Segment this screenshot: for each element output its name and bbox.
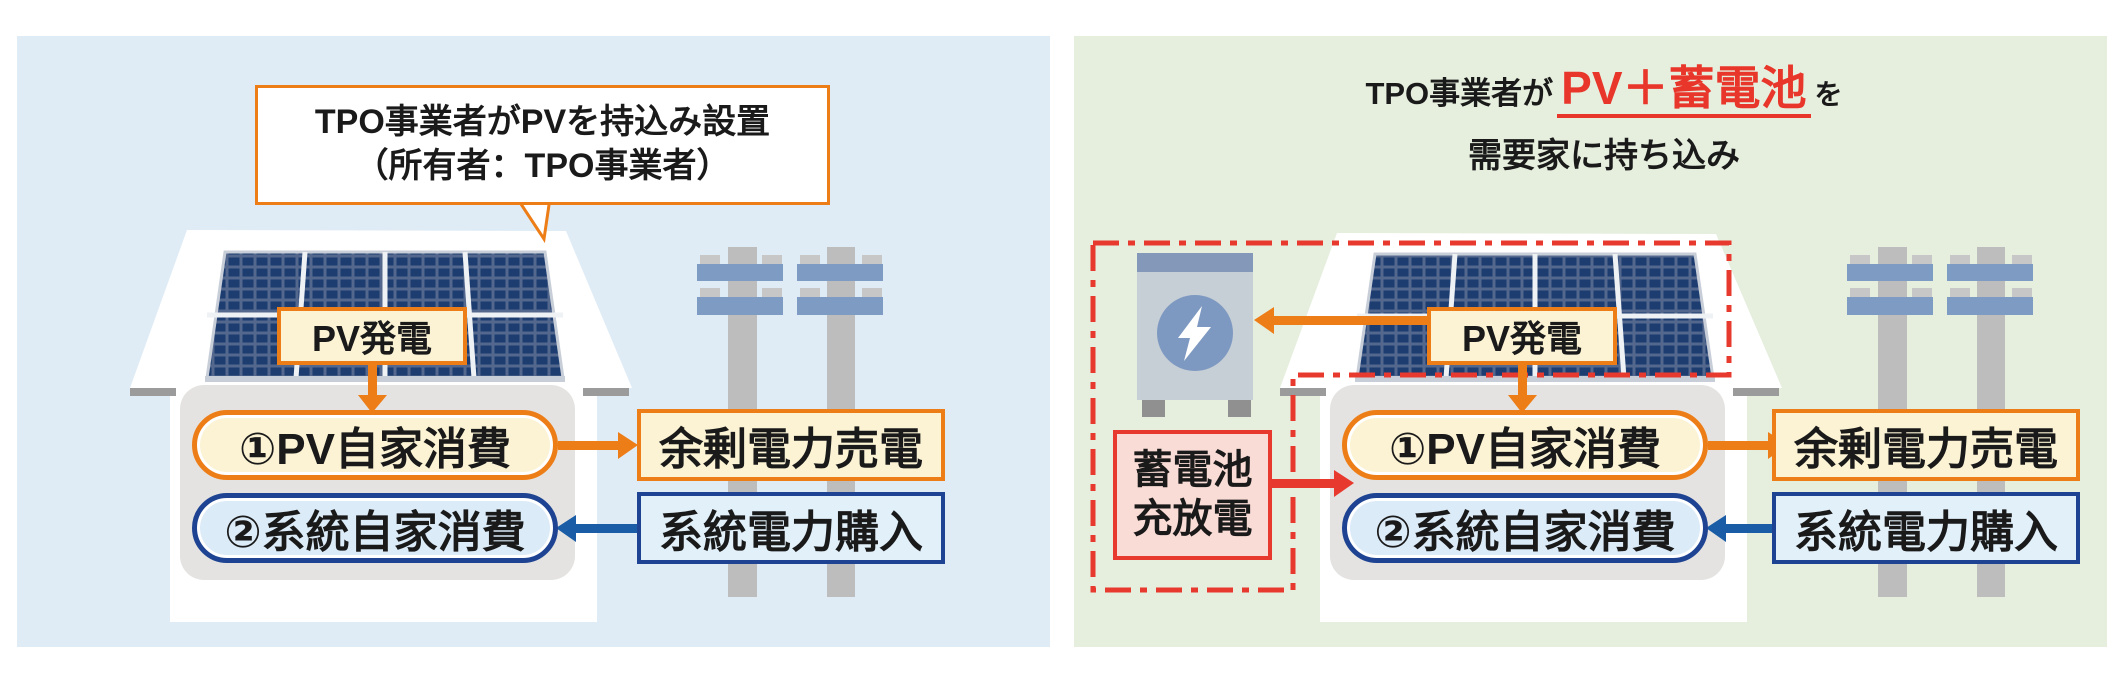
- battery-label-line2: 充放電: [1132, 497, 1253, 541]
- flow-grid-self-consumption: ②系統自家消費: [1342, 493, 1708, 563]
- lightning-icon: [1157, 295, 1233, 371]
- pv-down-arrow-icon: [358, 361, 387, 413]
- title-prefix: TPO事業者が: [1365, 76, 1554, 111]
- battery-icon: [1137, 253, 1253, 417]
- surplus-power-sale-label: 余剰電力売電: [637, 409, 945, 481]
- battery-label-line1: 蓄電池: [1132, 448, 1253, 493]
- flow-pv-self-consumption: ①PV自家消費: [1342, 410, 1708, 480]
- pv-down-arrow-icon: [1508, 361, 1537, 413]
- panel-title: TPO事業者が PV＋蓄電池 を 需要家に持ち込み: [1224, 64, 1984, 177]
- surplus-power-sale-label: 余剰電力売電: [1772, 409, 2080, 481]
- callout-line2: （所有者：TPO事業者）: [354, 147, 731, 185]
- grid-power-purchase-label: 系統電力購入: [637, 492, 945, 564]
- pv-generation-label: PV発電: [277, 307, 467, 365]
- tpo-scope-dashed-border: [1090, 240, 1732, 593]
- callout-tpo-installs-pv: TPO事業者がPVを持込み設置 （所有者：TPO事業者）: [255, 85, 830, 205]
- flow-pv-self-consumption: ①PV自家消費: [192, 410, 558, 480]
- panel-pv-plus-battery: TPO事業者が PV＋蓄電池 を 需要家に持ち込み 蓄電池 充放電 PV発電 ①…: [1074, 36, 2107, 647]
- panel-pv-only: TPO事業者がPVを持込み設置 （所有者：TPO事業者） PV発電 ①PV自家消…: [17, 36, 1050, 647]
- pv-to-battery-arrow-icon: [1254, 307, 1434, 334]
- battery-charge-arrow-icon: [1272, 470, 1354, 497]
- sell-arrow-icon: [558, 432, 638, 459]
- title-line2: 需要家に持ち込み: [1468, 137, 1740, 176]
- title-highlight-pv-battery: PV＋蓄電池: [1557, 64, 1811, 119]
- flow-grid-self-consumption: ②系統自家消費: [192, 493, 558, 563]
- battery-charge-discharge-label: 蓄電池 充放電: [1113, 430, 1272, 560]
- callout-line1: TPO事業者がPVを持込み設置: [314, 103, 771, 142]
- title-suffix: を: [1814, 79, 1843, 110]
- buy-arrow-icon: [556, 515, 638, 542]
- pv-generation-label: PV発電: [1427, 307, 1617, 365]
- buy-arrow-icon: [1706, 515, 1788, 542]
- grid-power-purchase-label: 系統電力購入: [1772, 492, 2080, 564]
